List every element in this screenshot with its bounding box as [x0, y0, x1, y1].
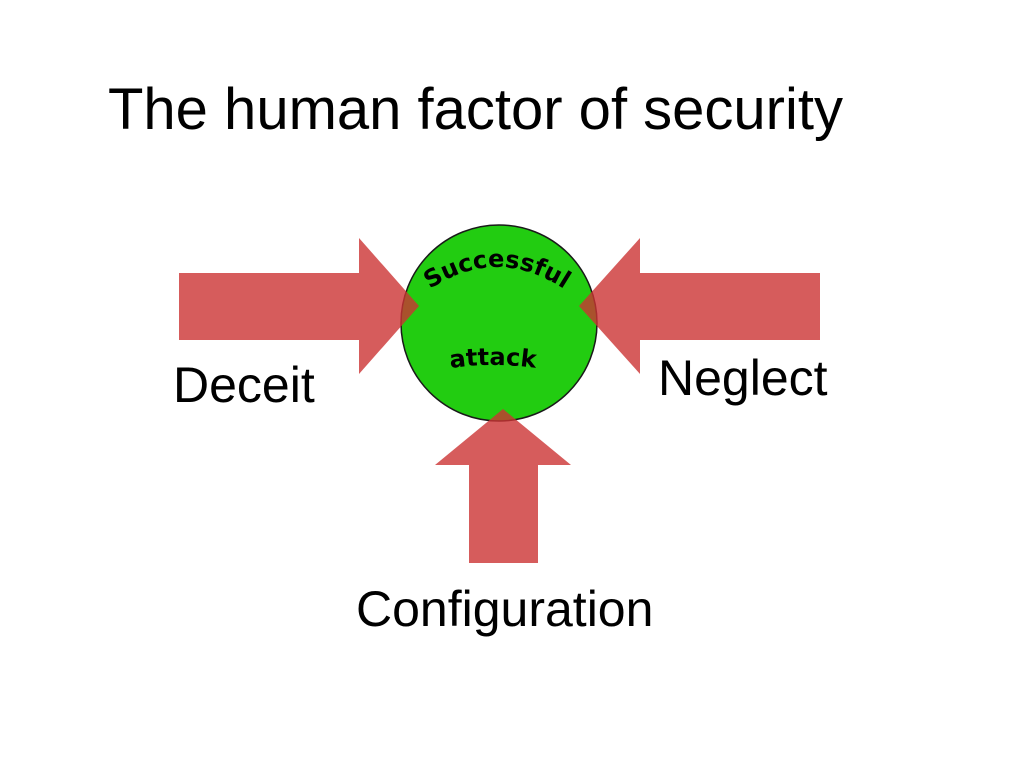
deceit-arrow [179, 238, 419, 374]
neglect-label: Neglect [658, 350, 828, 406]
configuration-arrow [435, 409, 571, 563]
configuration-label: Configuration [356, 581, 654, 637]
neglect-arrow [579, 238, 820, 374]
center-label-line2: attack [448, 343, 539, 374]
slide-title: The human factor of security [108, 77, 843, 142]
deceit-label: Deceit [173, 357, 315, 413]
